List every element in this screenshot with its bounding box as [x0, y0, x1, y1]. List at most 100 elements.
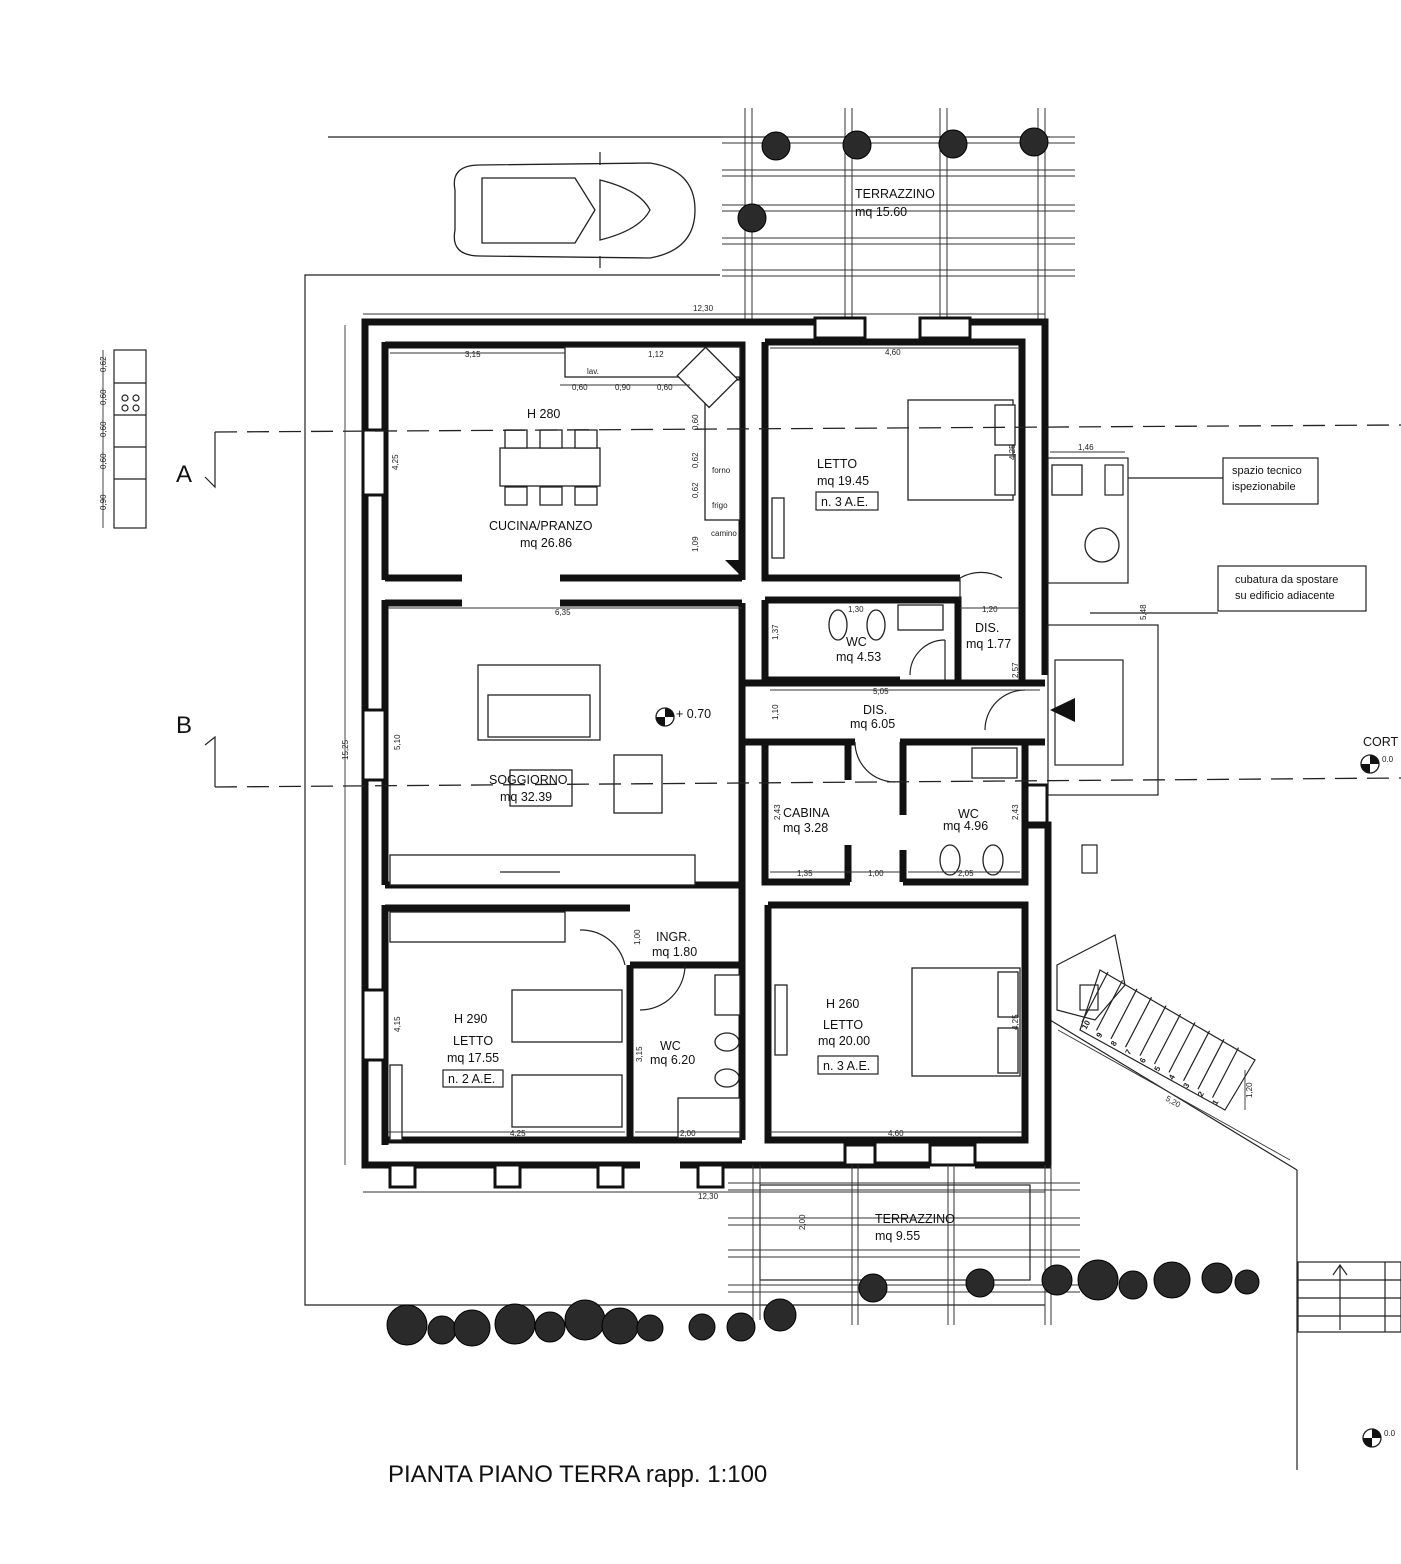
dim-1-00-v: 1,00	[633, 929, 642, 945]
living-furniture	[389, 664, 696, 886]
stair-step-number: 10	[1080, 1018, 1093, 1031]
dim-1-09: 1,09	[691, 536, 700, 552]
cabina-label: CABINA	[783, 806, 830, 820]
dim-1-00-h: 1,00	[868, 869, 884, 878]
stair-tread	[1153, 1013, 1182, 1065]
note-cubatura-line2: su edificio adiacente	[1235, 590, 1335, 602]
dim-5-10: 5,10	[393, 734, 402, 750]
dis1-area: mq 1.77	[966, 637, 1011, 651]
note-spazio-line2: ispezionabile	[1232, 481, 1296, 493]
stair-tread	[1139, 1005, 1167, 1056]
terrazzino-top-label: TERRAZZINO	[855, 187, 935, 201]
letto-sw-height: H 290	[454, 1012, 487, 1026]
cabina-area: mq 3.28	[783, 821, 828, 835]
corte-label: CORT	[1363, 735, 1399, 749]
section-b-label: B	[176, 712, 192, 739]
dim-3-15-wc: 3,15	[635, 1046, 644, 1062]
stair-step-number: 9	[1094, 1031, 1104, 1040]
cucina-height: H 280	[527, 407, 560, 421]
dim-6-35: 6,35	[555, 608, 571, 617]
elev-soggiorno: + 0.70	[676, 707, 711, 721]
dim-4-60-top: 4,60	[885, 348, 901, 357]
stair-tread	[1110, 988, 1138, 1040]
dim-1-20-stairs: 1,20	[1245, 1082, 1254, 1098]
bathroom-fixtures	[677, 604, 1018, 1139]
windows	[361, 316, 1049, 1189]
stair-step-number: 5	[1152, 1064, 1162, 1073]
terrazzino-top-area: mq 15.60	[855, 205, 907, 219]
dim-12-30-bot: 12,30	[698, 1192, 719, 1201]
letto-ne-area: mq 19.45	[817, 474, 869, 488]
trees-top	[737, 127, 1049, 233]
dim-5-05: 5,05	[873, 687, 889, 696]
kitchen-lav: lav.	[587, 367, 599, 376]
trees-bottom	[386, 1259, 1260, 1347]
car-icon	[453, 152, 696, 268]
room-labels: TERRAZZINO mq 15.60 H 280 CUCINA/PRANZO …	[442, 187, 1011, 1243]
side-dim-0-62: 0,62	[99, 356, 108, 372]
stair-step-number: 3	[1181, 1081, 1191, 1090]
dim-1-10: 1,10	[771, 704, 780, 720]
stair-tread	[1168, 1022, 1196, 1073]
side-dim-0-60c: 0,60	[99, 453, 108, 469]
dim-0-60-v: 0,60	[691, 414, 700, 430]
elev-bottom: 0.0	[1384, 1429, 1396, 1438]
notes: spazio tecnico ispezionabile cubatura da…	[1090, 457, 1367, 614]
stair-step-number: 7	[1123, 1047, 1133, 1056]
dim-4-60-bot: 4,60	[888, 1129, 904, 1138]
doors	[579, 571, 1026, 1011]
dis1-label: DIS.	[975, 621, 999, 635]
terrazzino-bot-label: TERRAZZINO	[875, 1212, 955, 1226]
dim-2-43-cab: 2,43	[773, 804, 782, 820]
dim-1-12: 1,12	[648, 350, 664, 359]
soggiorno-label: SOGGIORNO	[489, 773, 568, 787]
stair-step-number: 2	[1196, 1089, 1206, 1098]
dis2-label: DIS.	[863, 703, 887, 717]
dim-0-60-b: 0,60	[657, 383, 673, 392]
letto-se-area: mq 20.00	[818, 1034, 870, 1048]
property-boundary	[304, 136, 1298, 1470]
letto-sw-ae: n. 2 A.E.	[448, 1072, 495, 1086]
letto-sw-label: LETTO	[453, 1034, 493, 1048]
dim-3-15: 3,15	[465, 350, 481, 359]
letto-ne-ae: n. 3 A.E.	[821, 495, 868, 509]
letto-se-label: LETTO	[823, 1018, 863, 1032]
side-dim-0-60b: 0,60	[99, 421, 108, 437]
stair-tread	[1182, 1030, 1211, 1082]
ingr-area: mq 1.80	[652, 945, 697, 959]
stair-tread	[1081, 971, 1109, 1023]
dim-0-90: 0,90	[615, 383, 631, 392]
dim-0-62-v2: 0,62	[691, 482, 700, 498]
letto-sw-area: mq 17.55	[447, 1051, 499, 1065]
dim-1-35: 1,35	[797, 869, 813, 878]
letto-se-height: H 260	[826, 997, 859, 1011]
dim-1-20: 1,20	[982, 605, 998, 614]
dim-2-05: 2,05	[958, 869, 974, 878]
stair-tread	[1124, 996, 1153, 1048]
soggiorno-area: mq 32.39	[500, 790, 552, 804]
stair-tread	[1211, 1047, 1240, 1098]
appliance-legend	[102, 349, 147, 529]
dim-0-60-a: 0,60	[572, 383, 588, 392]
wc3-area: mq 6.20	[650, 1053, 695, 1067]
wc2-area: mq 4.96	[943, 819, 988, 833]
wc2-label: WC	[958, 807, 979, 821]
dim-12-30-top: 12,30	[693, 304, 714, 313]
dim-4-15: 4,15	[393, 1016, 402, 1032]
terrazzino-bot-area: mq 9.55	[875, 1229, 920, 1243]
cucina-area: mq 26.86	[520, 536, 572, 550]
dim-4-25-sw: 4,25	[510, 1129, 526, 1138]
section-a-label: A	[176, 461, 192, 488]
bedroom-furniture	[389, 399, 1021, 1141]
side-dim-0-90: 0,90	[99, 494, 108, 510]
side-dim-0-60a: 0,60	[99, 389, 108, 405]
stair-step-number: 8	[1109, 1039, 1119, 1048]
dim-2-00-v: 2,00	[798, 1214, 807, 1230]
elevation-markers: + 0.70 CORT 0.0 0.0	[655, 707, 1399, 1448]
dimension-texts: 12,30 3,15 1,12 0,60 0,90 0,60 0,60 0,62…	[99, 304, 1254, 1230]
section-lines: A B	[176, 424, 1401, 788]
dim-5-20: 5,20	[1164, 1094, 1182, 1110]
elev-corte: 0.0	[1382, 755, 1394, 764]
stair-tread	[1197, 1038, 1225, 1090]
